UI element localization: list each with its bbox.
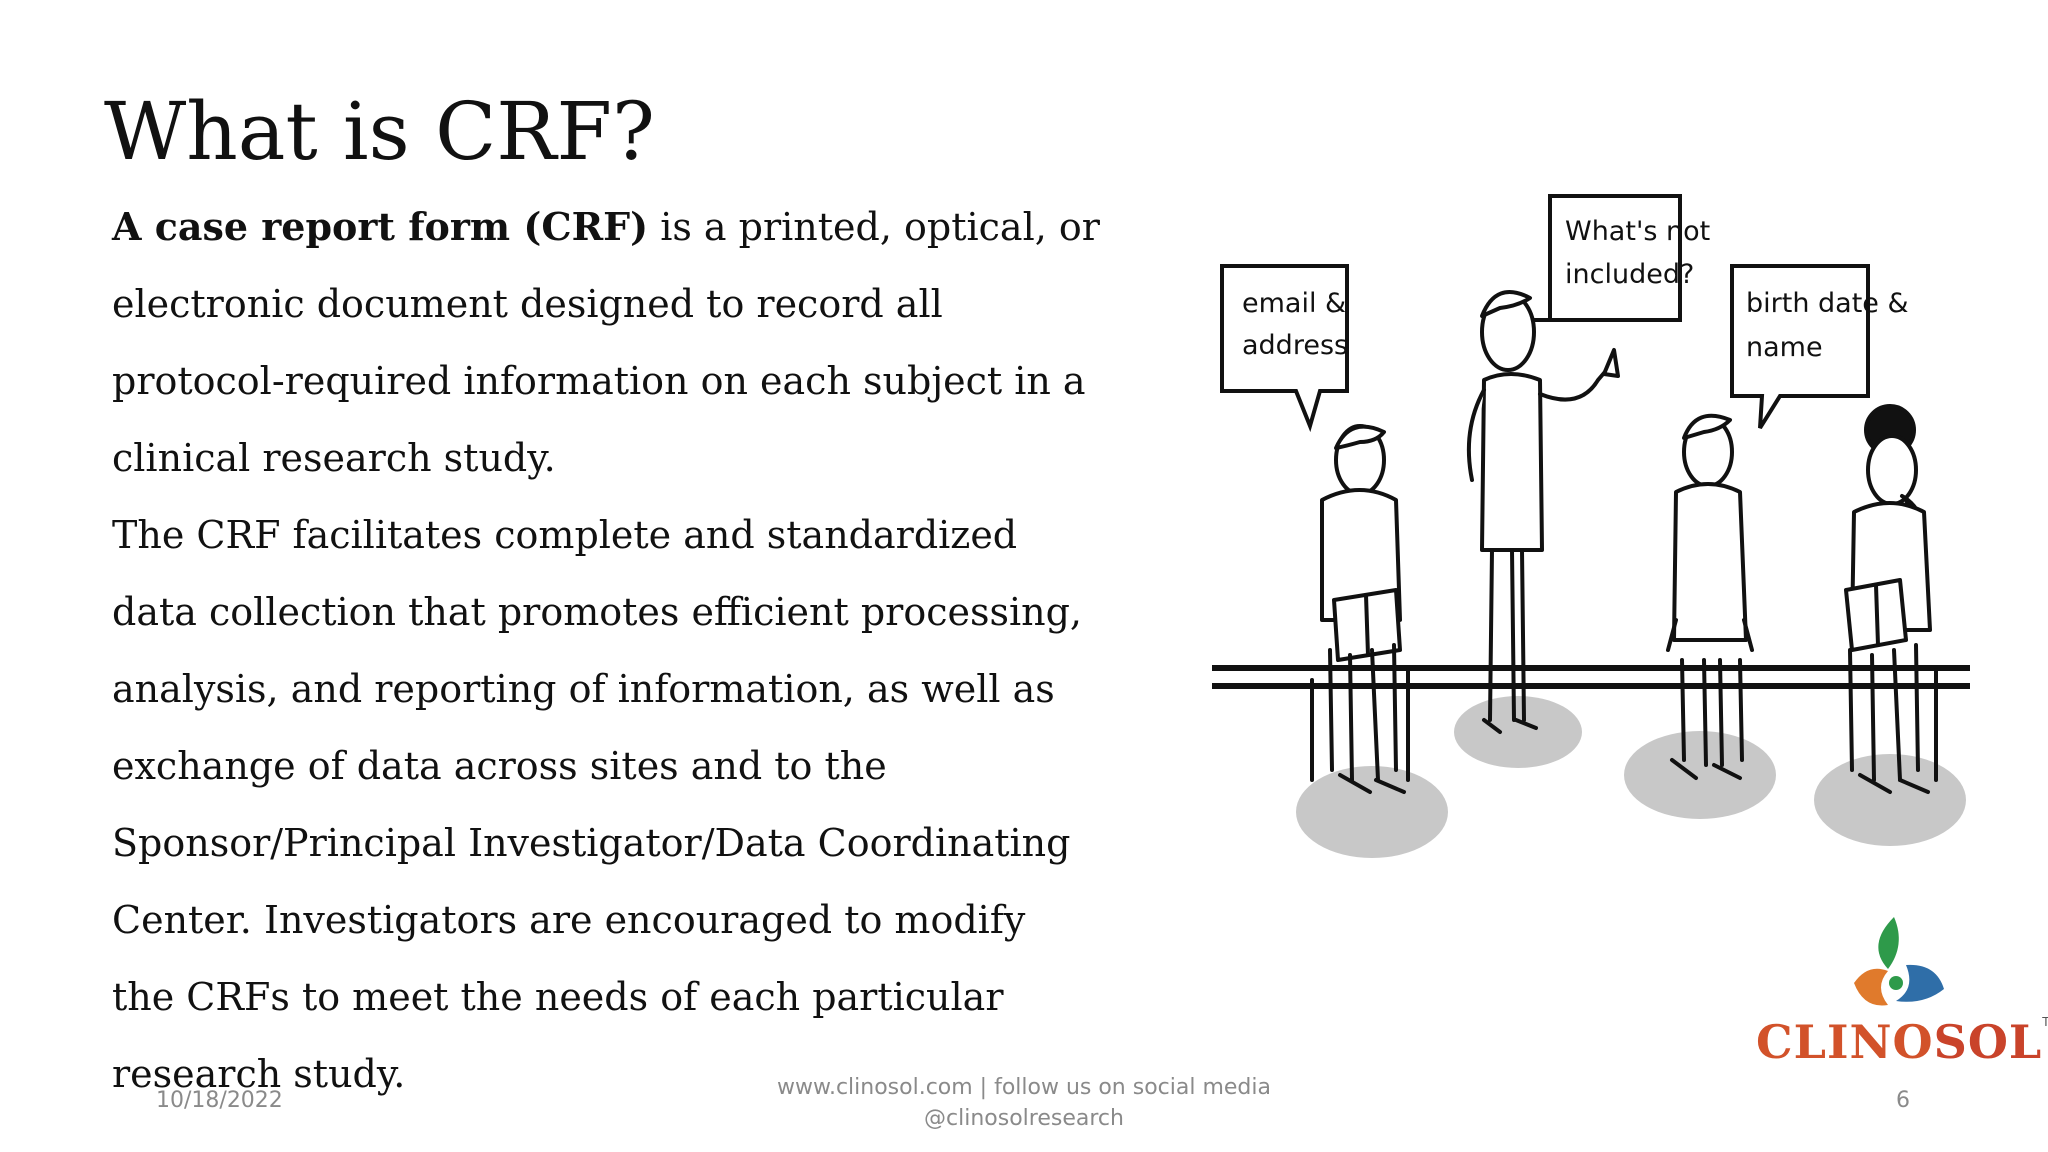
clinosol-wordmark: CLINOSOLTM [1756, 1015, 2048, 1069]
logo-center-dot [1889, 976, 1903, 990]
logo-text-clino: CLINO [1756, 1015, 1934, 1069]
bubble-left-line2: address [1242, 330, 1348, 361]
person-seated-center-right [1666, 413, 1754, 780]
body-line: the CRFs to meet the needs of each parti… [112, 975, 1004, 1019]
footer-social-handle: @clinosolresearch [924, 1106, 1124, 1131]
logo-blue-hand [1896, 964, 1944, 1002]
bubble-left-line1: email & [1242, 288, 1346, 319]
body-line: clinical research study. [112, 436, 556, 480]
footer-website-line1: www.clinosol.com | follow us on social m… [776, 1075, 1271, 1100]
footer-website: www.clinosol.com | follow us on social m… [700, 1072, 1348, 1134]
person-seated-reading-left [1310, 424, 1410, 794]
body-line-1: A case report form (CRF) is a printed, o… [112, 188, 1142, 266]
body-line: Sponsor/Principal Investigator/Data Coor… [112, 821, 1071, 865]
bench [1212, 665, 1970, 689]
body-line: data collection that promotes efficient … [112, 590, 1083, 634]
body-line: analysis, and reporting of information, … [112, 667, 1055, 711]
footer-date: 10/18/2022 [156, 1088, 283, 1113]
body-line: protocol-required information on each su… [112, 359, 1086, 403]
bubble-center-line1: What's not [1565, 216, 1710, 247]
body-line: Center. Investigators are encouraged to … [112, 898, 1026, 942]
body-line: The CRF facilitates complete and standar… [112, 513, 1018, 557]
speech-bubble-left: email & address [1220, 264, 1349, 433]
slide-body-text: A case report form (CRF) is a printed, o… [112, 188, 1142, 1113]
speech-bubble-right: birth date & name [1730, 264, 1909, 430]
clinosol-logo-mark [1854, 917, 1944, 1006]
speech-bubble-center: What's not included? [1513, 194, 1710, 356]
logo-text-sol: SOL [1933, 1015, 2043, 1069]
bubble-center-line2: included? [1565, 259, 1694, 290]
person-seated-reading-right [1844, 404, 1938, 794]
floor-shadow [1454, 696, 1582, 768]
clinosol-logo: CLINOSOLTM [1756, 905, 2048, 1075]
body-line-1-rest: is a printed, optical, or [648, 205, 1100, 249]
people-discussion-illustration: email & address What's not included? bir… [1212, 194, 1970, 858]
floor-shadow [1624, 731, 1776, 819]
bubble-right-line2: name [1746, 332, 1823, 363]
slide-title: What is CRF? [104, 85, 655, 178]
body-line: electronic document designed to record a… [112, 282, 943, 326]
bubble-right-line1: birth date & [1746, 288, 1909, 319]
logo-trademark: TM [2042, 1015, 2048, 1029]
floor-shadow [1296, 766, 1448, 858]
person-standing-pointing [1466, 290, 1620, 734]
logo-orange-hand [1854, 968, 1888, 1006]
body-line: research study. [112, 1052, 406, 1096]
logo-green-leaf [1878, 917, 1899, 969]
body-lead-bold: A case report form (CRF) [112, 204, 649, 249]
body-line: exchange of data across sites and to the [112, 744, 887, 788]
footer-page-number: 6 [1896, 1088, 1910, 1113]
floor-shadow [1814, 754, 1966, 846]
